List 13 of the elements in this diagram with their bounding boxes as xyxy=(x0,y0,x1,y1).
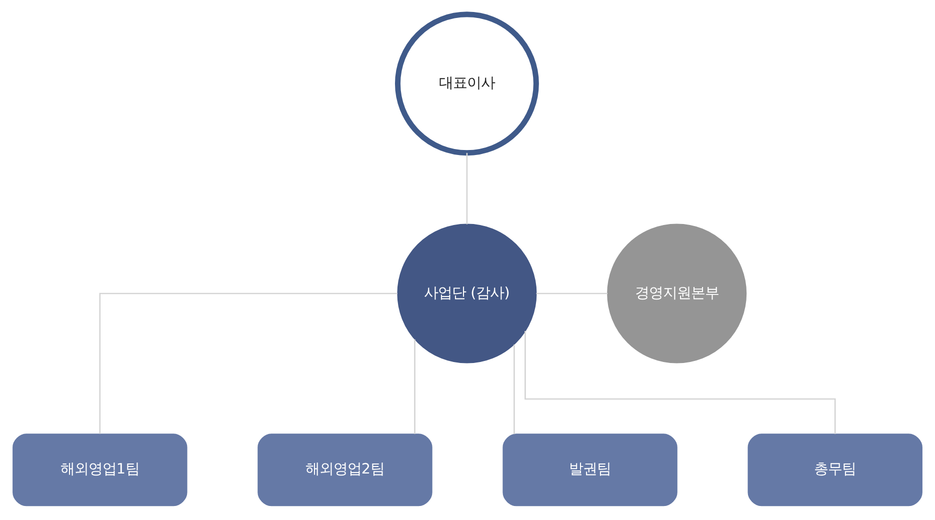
connector xyxy=(514,344,515,434)
connector xyxy=(414,339,416,434)
node-box: 총무팀 xyxy=(748,434,922,506)
node-circle: 경영지원본부 xyxy=(607,224,747,364)
connector xyxy=(99,292,398,434)
node-circle: 사업단 (감사) xyxy=(397,224,537,364)
node-box: 발권팀 xyxy=(502,434,678,506)
node-box: 해외영업1팀 xyxy=(12,434,188,506)
connector xyxy=(524,331,836,434)
connector xyxy=(536,292,608,294)
connector xyxy=(466,152,468,224)
node-box: 해외영업2팀 xyxy=(258,434,432,506)
node-circle: 대표이사 xyxy=(394,12,539,156)
